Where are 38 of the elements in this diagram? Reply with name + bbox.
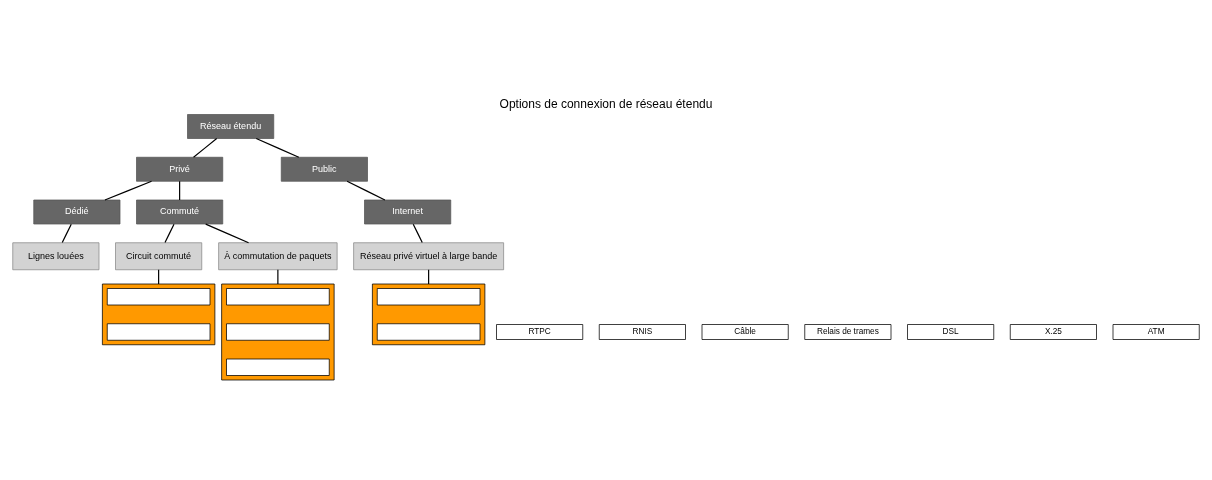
connector <box>346 180 386 201</box>
node-box <box>226 322 330 341</box>
connector <box>61 223 72 243</box>
connector <box>179 180 181 201</box>
node-box: Relais de trames <box>804 323 892 340</box>
node-box: X.25 <box>1009 323 1097 340</box>
node-box: Circuit commuté <box>115 241 203 270</box>
node-box <box>226 287 330 305</box>
connector <box>255 137 300 158</box>
node-box <box>106 322 211 341</box>
node-box: Privé <box>136 156 224 182</box>
node-box: Public <box>280 156 368 182</box>
node-box <box>106 287 211 305</box>
cluster <box>221 283 335 380</box>
node-box: Commuté <box>136 199 224 224</box>
cluster <box>372 283 486 345</box>
node-box: Dédié <box>33 199 121 224</box>
cluster <box>102 283 216 345</box>
node-box: Internet <box>364 199 452 224</box>
connector <box>104 180 153 201</box>
node-box: ATM <box>1112 323 1200 340</box>
node-box: À commutation de paquets <box>218 241 338 270</box>
node-box: RNIS <box>598 323 686 340</box>
diagram-title: Options de connexion de réseau étendu <box>499 96 713 111</box>
node-box: Réseau privé virtuel à large bande <box>353 241 504 270</box>
connector <box>192 137 218 158</box>
node-box <box>226 358 330 376</box>
connector <box>164 223 175 243</box>
node-box: RTPC <box>496 323 584 340</box>
connector <box>277 268 279 285</box>
node-box: Câble <box>701 323 789 340</box>
node-box <box>376 322 481 341</box>
node-box: Réseau étendu <box>187 113 275 139</box>
connector <box>205 223 250 243</box>
connector <box>412 223 423 243</box>
node-box: Lignes louées <box>12 241 100 270</box>
node-box <box>376 287 481 305</box>
node-box: DSL <box>907 323 995 340</box>
